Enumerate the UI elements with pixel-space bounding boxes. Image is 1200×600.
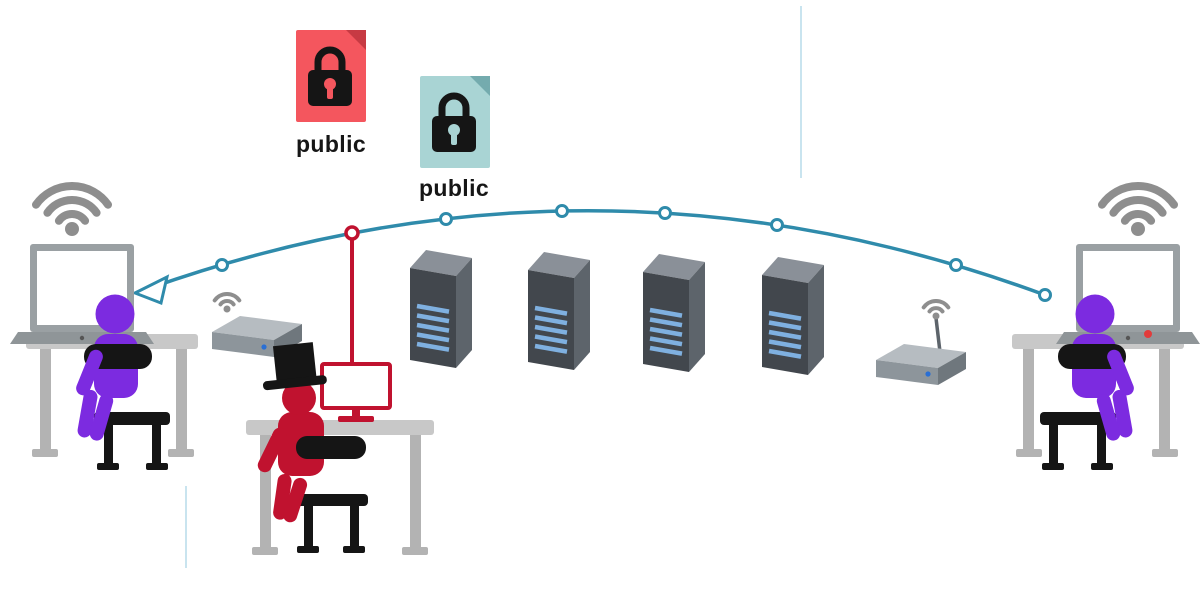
person-arm <box>76 349 103 396</box>
desk-foot <box>32 449 58 457</box>
chair-foot <box>97 463 119 470</box>
desk-foot <box>252 547 278 555</box>
chair-leg <box>350 506 359 548</box>
path-endpoint-node <box>1038 288 1052 302</box>
certificate-fake-label: public <box>296 131 366 157</box>
router-right <box>876 299 966 385</box>
person-leg <box>283 477 308 523</box>
desk-leg <box>40 349 51 453</box>
server-rack <box>410 250 824 375</box>
monitor-base <box>338 416 374 422</box>
router-led <box>261 344 267 350</box>
certificate-fold <box>346 30 366 50</box>
workstation-right-mirror <box>1012 186 1200 470</box>
attacker-monitor <box>320 362 392 422</box>
chair-foot <box>343 546 365 553</box>
server-4 <box>762 257 824 375</box>
lock-shackle-icon <box>438 92 470 116</box>
path-node <box>439 212 453 226</box>
chair-leg <box>304 506 313 548</box>
monitor-stand <box>352 406 360 418</box>
certificate-real-label: public <box>419 175 489 201</box>
user-person <box>76 294 152 441</box>
chair <box>94 412 170 470</box>
workstation-right <box>1012 186 1200 470</box>
desk-foot <box>168 449 194 457</box>
person-arm <box>257 427 287 473</box>
server-2 <box>528 252 590 370</box>
path-node <box>658 206 672 220</box>
router-led <box>925 371 931 377</box>
chair-armrest <box>296 436 366 459</box>
desk-leg <box>260 435 271 547</box>
certificate-real: public <box>419 76 490 201</box>
chair-seat <box>294 494 368 506</box>
lock-keyhole <box>324 78 336 90</box>
path-node <box>215 258 229 272</box>
network-arc <box>149 208 1046 297</box>
desk-leg <box>176 349 187 453</box>
path-node <box>770 218 784 232</box>
router-side-face <box>938 352 966 385</box>
laptop-touchpad-dot <box>79 335 85 341</box>
wifi-icon <box>32 182 112 236</box>
desk-foot <box>402 547 428 555</box>
chair-foot <box>297 546 319 553</box>
attacker-person <box>257 342 366 523</box>
attacker-tap <box>344 225 360 366</box>
attacker-station <box>246 342 434 555</box>
chair-foot <box>146 463 168 470</box>
server-1 <box>410 250 472 368</box>
monitor-screen <box>320 362 392 410</box>
tap-node <box>344 225 360 241</box>
wifi-small-icon <box>212 292 242 313</box>
router-front-face <box>876 360 938 385</box>
hat-brim <box>263 375 327 391</box>
certificate-fake: public <box>296 30 366 157</box>
lock-keyhole <box>448 124 460 136</box>
chair-leg <box>104 425 113 465</box>
chair-leg <box>152 425 161 465</box>
lock-shackle-icon <box>314 46 346 70</box>
router-left <box>212 292 302 357</box>
attacker-chair <box>294 494 368 553</box>
person-head <box>282 381 316 415</box>
path-node <box>555 204 569 218</box>
router-top-face <box>876 344 966 368</box>
hat-crown <box>272 342 317 383</box>
top-hat-icon <box>263 342 327 391</box>
network-path <box>131 204 1052 306</box>
person-head <box>95 294 135 334</box>
router-front-face <box>212 332 274 357</box>
router-top-face <box>212 316 302 340</box>
arrowhead-icon <box>131 274 170 306</box>
workstation-left <box>10 182 198 470</box>
person-leg <box>89 393 114 441</box>
laptop-indicator-dot <box>1144 330 1152 338</box>
chair-seat <box>94 412 170 425</box>
wifi-small-icon <box>921 299 951 320</box>
decor-lines <box>185 6 802 568</box>
certificate-fold <box>470 76 490 96</box>
laptop <box>10 244 154 344</box>
desk-leg <box>410 435 421 547</box>
path-node <box>949 258 963 272</box>
lock-keyhole-stem <box>451 132 457 145</box>
lock-keyhole-stem <box>327 86 333 99</box>
router-antenna <box>934 316 942 354</box>
server-3 <box>643 254 705 372</box>
